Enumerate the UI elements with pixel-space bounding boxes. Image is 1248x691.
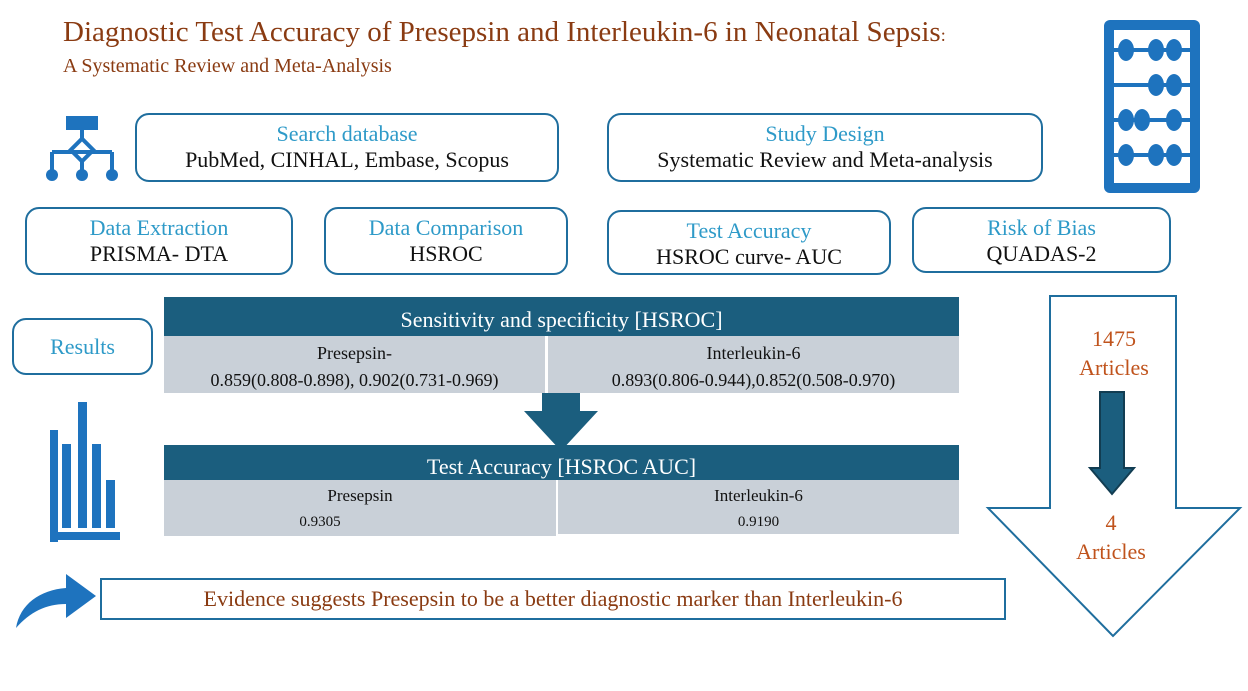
search-database-value: PubMed, CINHAL, Embase, Scopus — [185, 147, 509, 172]
test-accuracy-value: HSROC curve- AUC — [656, 244, 842, 269]
data-extraction-label: Data Extraction — [89, 215, 229, 240]
articles-end: 4 Articles — [1051, 508, 1171, 566]
test-accuracy-box: Test Accuracy HSROC curve- AUC — [607, 210, 891, 275]
sens-spec-il6-cell: Interleukin-6 0.893(0.806-0.944),0.852(0… — [548, 336, 959, 393]
sens-spec-presepsin-cell: Presepsin- 0.859(0.808-0.898), 0.902(0.7… — [164, 336, 545, 393]
page-subtitle: A Systematic Review and Meta-Analysis — [63, 55, 392, 77]
sens-spec-il6-value: 0.893(0.806-0.944),0.852(0.508-0.970) — [611, 370, 896, 390]
sens-spec-presepsin-name: Presepsin- — [317, 343, 392, 363]
search-database-box: Search database PubMed, CINHAL, Embase, … — [135, 113, 559, 182]
abacus-icon — [1104, 20, 1200, 193]
articles-start-count: 1475 — [1092, 326, 1136, 351]
evidence-conclusion: Evidence suggests Presepsin to be a bett… — [100, 578, 1006, 620]
article-flow-arrow — [985, 295, 1243, 638]
auc-il6-name: Interleukin-6 — [714, 486, 803, 505]
data-comparison-box: Data Comparison HSROC — [324, 207, 568, 275]
page-title: Diagnostic Test Accuracy of Presepsin an… — [63, 16, 946, 49]
title-main: Diagnostic Test Accuracy of Presepsin an… — [63, 16, 941, 48]
auc-presepsin-cell: Presepsin 0.9305 — [164, 480, 556, 536]
title-colon: : — [940, 25, 946, 45]
auc-presepsin-value: 0.9305 — [299, 514, 341, 530]
data-extraction-box: Data Extraction PRISMA- DTA — [25, 207, 293, 275]
auc-il6-value: 0.9190 — [737, 514, 780, 530]
study-design-label: Study Design — [765, 121, 885, 146]
articles-start: 1475 Articles — [1054, 324, 1174, 382]
test-accuracy-label: Test Accuracy — [686, 218, 812, 243]
articles-start-label: Articles — [1079, 355, 1149, 380]
auc-presepsin-name: Presepsin — [327, 486, 393, 505]
curved-arrow-icon — [16, 574, 96, 628]
articles-end-count: 4 — [1105, 510, 1117, 535]
sens-spec-presepsin-value: 0.859(0.808-0.898), 0.902(0.731-0.969) — [210, 370, 499, 390]
results-box: Results — [12, 318, 153, 375]
data-extraction-value: PRISMA- DTA — [89, 241, 229, 266]
data-comparison-label: Data Comparison — [368, 215, 524, 240]
sens-spec-header: Sensitivity and specificity [HSROC] — [164, 297, 959, 336]
results-label: Results — [50, 334, 115, 359]
articles-end-label: Articles — [1076, 539, 1146, 564]
sens-spec-il6-name: Interleukin-6 — [706, 343, 801, 363]
data-comparison-value: HSROC — [409, 241, 483, 266]
risk-of-bias-box: Risk of Bias QUADAS-2 — [912, 207, 1171, 273]
risk-of-bias-value: QUADAS-2 — [986, 241, 1097, 266]
auc-il6-cell: Interleukin-6 0.9190 — [558, 480, 959, 534]
bar-chart-icon — [50, 402, 120, 542]
search-database-label: Search database — [276, 121, 418, 146]
study-design-value: Systematic Review and Meta-analysis — [657, 147, 993, 172]
hierarchy-icon — [46, 116, 118, 181]
risk-of-bias-label: Risk of Bias — [987, 215, 1096, 240]
down-arrow-icon — [524, 393, 598, 451]
auc-header: Test Accuracy [HSROC AUC] — [164, 445, 959, 480]
study-design-box: Study Design Systematic Review and Meta-… — [607, 113, 1043, 182]
